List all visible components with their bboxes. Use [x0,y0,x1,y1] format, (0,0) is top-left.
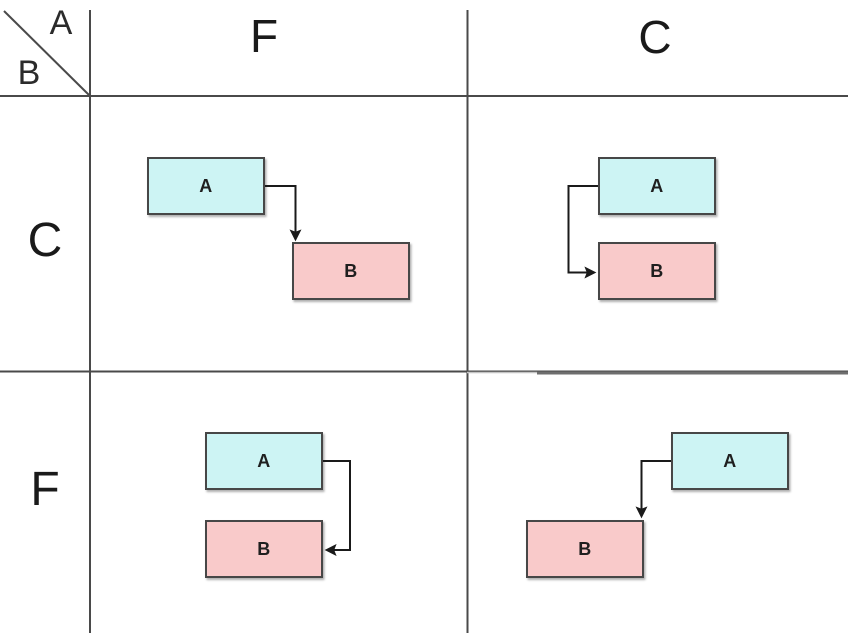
connector-arrow-cell-C-F [265,185,302,242]
corner-col-axis-label: A [49,4,73,42]
box-a-label: A [650,175,664,196]
box-a-label: A [199,175,213,196]
connector-arrow-cell-C-C [567,185,598,279]
row-header-c: C [27,214,63,267]
box-b: B [205,520,323,578]
box-b: B [598,242,716,300]
box-a-label: A [723,450,737,471]
box-b-label: B [578,538,592,559]
box-b: B [292,242,410,300]
box-a: A [598,157,716,215]
box-a-label: A [257,450,271,471]
box-b-label: B [650,260,664,281]
col-header-f: F [249,10,279,62]
row-header-f: F [30,463,60,516]
box-a: A [147,157,265,215]
box-b: B [526,520,644,578]
col-header-c: C [638,11,672,63]
box-a: A [671,432,789,490]
box-b-label: B [257,538,271,559]
box-b-label: B [344,260,358,281]
corner-row-axis-label: B [17,54,41,92]
connector-arrow-cell-F-C [635,460,671,519]
box-a: A [205,432,323,490]
connector-arrow-cell-F-F [323,460,351,556]
